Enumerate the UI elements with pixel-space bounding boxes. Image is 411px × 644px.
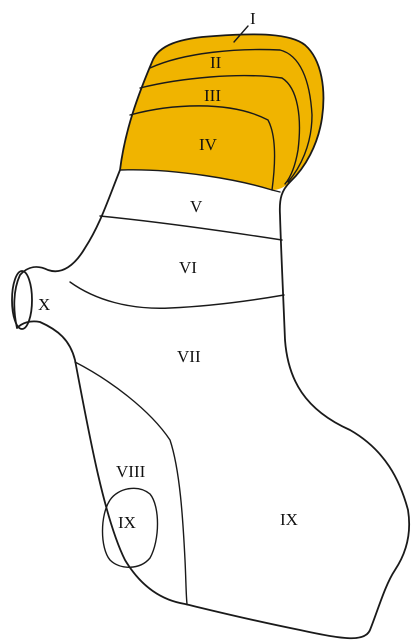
label-region-iv: IV <box>199 135 218 154</box>
label-region-vii: VII <box>177 347 201 366</box>
label-region-iii: III <box>204 86 221 105</box>
label-region-x: X <box>38 295 50 314</box>
label-region-vi: VI <box>179 258 197 277</box>
label-region-ii: II <box>210 53 222 72</box>
label-region-i: I <box>250 9 256 28</box>
boundary-vi-vii <box>70 282 284 308</box>
boundary-v-vi <box>100 216 282 240</box>
label-region-ix-small: IX <box>118 513 136 532</box>
label-region-viii: VIII <box>116 462 146 481</box>
label-region-v: V <box>190 197 203 216</box>
label-region-ix-large: IX <box>280 510 298 529</box>
